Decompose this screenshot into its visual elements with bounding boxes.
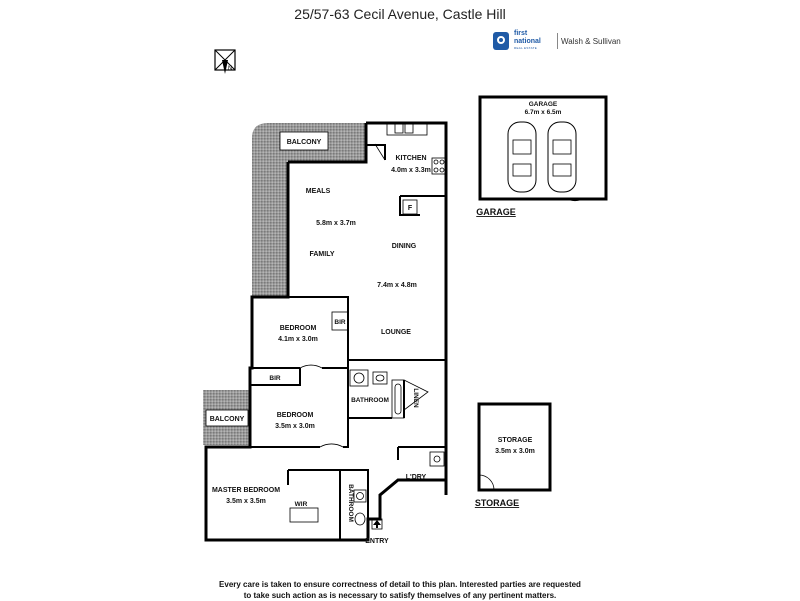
north-arrow-icon: N — [214, 49, 236, 74]
logo-text-first: first — [514, 30, 528, 37]
bathroom-label: BATHROOM — [351, 397, 389, 404]
svg-text:N: N — [228, 66, 232, 72]
agency-logo-icon — [493, 32, 509, 50]
garage-outline — [478, 95, 608, 201]
ensuite-label: BATHROOM — [347, 484, 354, 522]
agency-name: Walsh & Sullivan — [561, 37, 621, 46]
dining-label: DINING — [392, 243, 417, 250]
bir2-label: BIR — [269, 375, 281, 382]
storage-title: STORAGE — [498, 437, 533, 444]
car-icon — [507, 121, 537, 193]
logo-divider — [557, 33, 558, 49]
property-address: 25/57-63 Cecil Avenue, Castle Hill — [294, 6, 506, 22]
balcony-left-label-box — [205, 409, 249, 427]
storage-size: 3.5m x 3.0m — [495, 448, 535, 455]
master-bedroom-label: MASTER BEDROOM — [212, 487, 280, 494]
dining-size: 7.4m x 4.8m — [377, 282, 417, 289]
bedroom3-size: 3.5m x 3.0m — [275, 423, 315, 430]
linen-label: LINEN — [412, 388, 419, 408]
logo-text-realestate: REAL ESTATE — [514, 46, 538, 50]
fridge-label: F — [408, 205, 413, 212]
balcony-left-label: BALCONY — [210, 416, 245, 423]
garage-title: GARAGE — [529, 101, 558, 108]
meals-size: 5.8m x 3.7m — [316, 220, 356, 227]
garage-size: 6.7m x 6.5m — [525, 109, 562, 116]
lounge-label: LOUNGE — [381, 329, 411, 336]
storage-outline — [477, 402, 552, 492]
meals-label: MEALS — [306, 188, 331, 195]
garage-caption: GARAGE — [476, 207, 516, 217]
disclaimer-line-1: Every care is taken to ensure correctnes… — [219, 580, 581, 589]
balcony-top-label: BALCONY — [287, 139, 322, 146]
balcony-top-area — [252, 123, 366, 297]
kitchen-label: KITCHEN — [395, 155, 426, 162]
agency-logo: first national REAL ESTATE Walsh & Sulli… — [493, 30, 633, 54]
wir-label: WIR — [295, 501, 308, 508]
storage-caption: STORAGE — [475, 498, 519, 508]
master-bedroom-size: 3.5m x 3.5m — [226, 498, 266, 505]
laundry-label: L'DRY — [406, 474, 427, 481]
family-label: FAMILY — [309, 251, 334, 258]
disclaimer-line-2: to take such action as is necessary to s… — [243, 591, 557, 600]
entry-label: ENTRY — [365, 538, 389, 545]
bir1-label: BIR — [334, 319, 346, 326]
logo-text-national: national — [514, 38, 541, 45]
entry-arrow-icon — [371, 518, 383, 530]
bedroom2-size: 4.1m x 3.0m — [278, 336, 318, 343]
kitchen-size: 4.0m x 3.3m — [391, 167, 431, 174]
balcony-top-label-box — [279, 131, 329, 151]
bedroom2-label: BEDROOM — [280, 325, 317, 332]
bedroom3-label: BEDROOM — [277, 412, 314, 419]
car-icon — [547, 121, 577, 193]
